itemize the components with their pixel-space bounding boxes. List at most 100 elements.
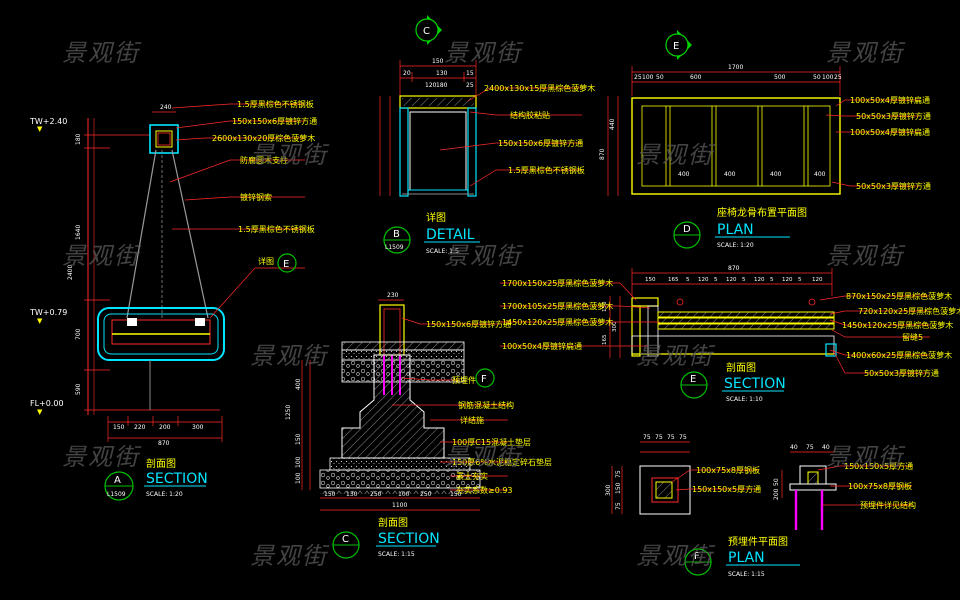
drawing-b-detail: C 150 130 20 15 180 120 25 xyxy=(379,15,595,255)
callout-e-right-3: 1450x120x25厚黑棕色菠萝木 xyxy=(842,320,953,330)
callout-e-left-2: 1700x105x25厚黑棕色菠萝木 xyxy=(502,301,613,311)
dim-c-bottom-4: 100 xyxy=(398,491,410,498)
callout-c-3: 钢筋混凝土结构 xyxy=(458,400,514,410)
dim-c-left-3: 150 xyxy=(295,433,302,445)
elev-top-label: TW+2.40 xyxy=(29,117,67,126)
dim-d-top-6: 50 xyxy=(813,74,821,81)
callout-c-5: 100厚C15混凝土垫层 xyxy=(452,437,531,447)
dim-e-left-1: 150 xyxy=(602,301,608,312)
title-c-en: SECTION xyxy=(378,531,440,547)
dim-c-bottom-3: 250 xyxy=(370,491,382,498)
cut-tag-b-circle xyxy=(415,18,439,42)
callout-c-4: 详结施 xyxy=(460,415,484,425)
cut-tag-d: E xyxy=(673,41,679,52)
cad-label: ▼ xyxy=(37,408,43,416)
title-c-cn: 剖面图 xyxy=(378,516,408,529)
scale-d: SCALE: 1:20 xyxy=(717,242,754,249)
callout-d-1: 100x50x4厚镀锌扁通 xyxy=(850,95,930,105)
callout-a-1: 1.5厚黑棕色不锈钢板 xyxy=(237,99,314,109)
dim-d-top-7: 100 xyxy=(822,74,834,81)
title-b-cn: 详图 xyxy=(426,211,446,224)
scale-a: SCALE: 1:20 xyxy=(146,491,183,498)
title-a-en: SECTION xyxy=(146,471,208,487)
dim-d-total: 1700 xyxy=(728,64,743,71)
dim-f-top-2: 75 xyxy=(655,434,663,441)
callout-a-3: 2600x130x20厚棕色菠萝木 xyxy=(212,133,315,143)
elev-floor-label: FL+0.00 xyxy=(30,399,64,408)
dim-b-top-5: 180 xyxy=(436,82,448,89)
callout-f-4: 100x75x8厚钢板 xyxy=(848,481,912,491)
dim-e-top-1: 150 xyxy=(645,277,656,283)
dim-f-top-1: 75 xyxy=(643,434,651,441)
dim-d-left-1: 870 xyxy=(599,148,606,160)
dim-d-top-4: 600 xyxy=(690,74,702,81)
scale-e: SCALE: 1:10 xyxy=(726,396,763,403)
callout-b-1: 2400x130x15厚黑棕色菠萝木 xyxy=(484,83,595,93)
dim-d-top-3: 50 xyxy=(656,74,664,81)
cut-tag-d-circle xyxy=(665,33,689,57)
dim-b-top-2: 130 xyxy=(436,70,448,77)
dim-e-top-6: 120 xyxy=(726,277,737,283)
callout-a-2: 150x150x6厚镀锌方通 xyxy=(232,116,317,126)
dim-e-left-2: 165 xyxy=(602,334,608,345)
dim-e-top-3: 5 xyxy=(686,277,690,283)
tag-a-sheet: L1509 xyxy=(107,491,126,498)
drawing-a-section: TW+2.40 ▼ TW+0.79 ▼ FL+0.00 ▼ 180 1640 2… xyxy=(29,99,317,501)
callout-a-5: 镀锌钢索 xyxy=(240,192,272,202)
dim-d-top-1: 25 xyxy=(634,74,642,81)
dim-a-left-3: 2400 xyxy=(67,265,74,280)
dim-c-top: 230 xyxy=(387,292,399,299)
dim-d-left-2: 440 xyxy=(609,118,616,130)
dim-f-side-1: 50 xyxy=(773,478,780,486)
dim-b-top-4: 15 xyxy=(466,70,474,77)
dim-e-top-7: 5 xyxy=(742,277,746,283)
callout-a-4: 防腐圆木支柱 xyxy=(240,155,288,165)
callout-a-tag: E xyxy=(283,259,289,270)
tag-b-sheet: L1509 xyxy=(385,244,404,251)
dim-f-left-2: 150 xyxy=(615,482,622,494)
dim-d-top-5: 500 xyxy=(774,74,786,81)
dim-a-left-1: 180 xyxy=(75,133,82,145)
tag-c-letter: C xyxy=(342,534,349,545)
scale-f: SCALE: 1:15 xyxy=(728,571,765,578)
callout-f-5: 预埋件详见结构 xyxy=(860,500,916,510)
cad-label: ▼ xyxy=(37,125,43,133)
dim-e-total: 870 xyxy=(728,265,740,272)
dim-f-top-4: 75 xyxy=(679,434,687,441)
dim-f-side-2: 200 xyxy=(773,488,780,500)
dim-c-bottom-1: 150 xyxy=(324,491,336,498)
dim-a-bottom-4: 300 xyxy=(192,424,204,431)
dim-e-top-2: 165 xyxy=(668,277,679,283)
tag-d-letter: D xyxy=(683,224,691,235)
callout-e-right-2: 720x120x25厚黑棕色菠萝木 xyxy=(858,306,960,316)
dim-f-left-3: 75 xyxy=(615,502,622,510)
dim-e-top-11: 5 xyxy=(798,277,802,283)
title-b-en: DETAIL xyxy=(426,227,475,243)
dim-c-bottom-6: 150 xyxy=(450,491,462,498)
title-f-en: PLAN xyxy=(728,550,765,566)
dim-e-top-4: 120 xyxy=(698,277,709,283)
callout-a-6: 1.5厚黑棕色不锈钢板 xyxy=(238,224,315,234)
callout-e-left-3: 1450x120x25厚黑棕色菠萝木 xyxy=(502,317,613,327)
dim-d-inner-2: 400 xyxy=(724,171,736,178)
dim-e-top-5: 5 xyxy=(714,277,718,283)
dim-d-top-8: 25 xyxy=(834,74,842,81)
dim-b-top-7: 25 xyxy=(466,82,474,89)
callout-e-right-1: 870x150x25厚黑棕色菠萝木 xyxy=(846,291,952,301)
callout-c-tag: F xyxy=(481,374,487,385)
dim-a-total: 870 xyxy=(158,440,170,447)
title-e-cn: 剖面图 xyxy=(726,361,756,374)
dim-d-top-2: 100 xyxy=(642,74,654,81)
callout-d-4: 50x50x3厚镀锌方通 xyxy=(856,181,931,191)
dim-d-inner-3: 400 xyxy=(770,171,782,178)
dim-c-bottom-5: 250 xyxy=(420,491,432,498)
tag-b-letter: B xyxy=(393,229,400,240)
drawing-c-section: 230 400 1250 150 100 100 xyxy=(285,292,552,559)
callout-c-8: 夯实系数≥0.93 xyxy=(456,485,513,495)
callout-d-3: 100x50x4厚镀锌扁通 xyxy=(850,127,930,137)
dim-b-top-1: 150 xyxy=(432,58,444,65)
dim-d-inner-4: 400 xyxy=(814,171,826,178)
scale-c: SCALE: 1:15 xyxy=(378,551,415,558)
tag-a-letter: A xyxy=(114,475,121,486)
